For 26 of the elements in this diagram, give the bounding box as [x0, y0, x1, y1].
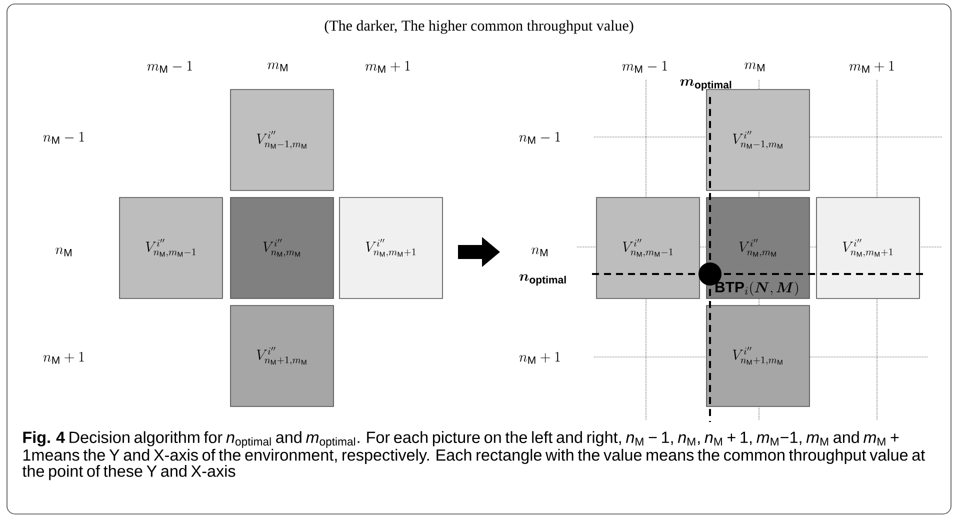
axis-label: $n_{\mathrm{M}}+1$: [43, 352, 84, 364]
axis-label: $n_{\mathrm{M}}$: [56, 248, 72, 256]
axis-label: $n_{\mathrm{M}}-1$: [519, 132, 560, 144]
value-square: $V^{i''}_{n_{\mathrm{M}}-1,m_{\mathrm{M}}}$: [230, 89, 334, 191]
axis-label: $m_{\mathrm{M}}+1$: [365, 60, 410, 73]
axis-label: $m_{\mathrm{M}}+1$: [849, 60, 894, 73]
value-square: $V^{i''}_{n_{\mathrm{M}},m_{\mathrm{M}}}$: [230, 197, 334, 299]
axis-label: $m_{\mathrm{M}}$: [268, 62, 288, 72]
value-square: $V^{i''}_{n_{\mathrm{M}}+1,m_{\mathrm{M}}}$: [706, 305, 810, 407]
value-square: $V^{i''}_{n_{\mathrm{M}},m_{\mathrm{M}}-1}$: [119, 197, 223, 299]
value-square: $V^{i''}_{n_{\mathrm{M}}+1,m_{\mathrm{M}}}$: [230, 305, 334, 407]
axis-label: $m_{\mathrm{M}}-1$: [147, 60, 192, 73]
optimal-label: $\boldsymbol{n}_{\mathbf{optimal}}$: [519, 274, 566, 286]
optimal-label: $\boldsymbol{m}_{\mathbf{optimal}}$: [680, 79, 732, 91]
value-square: $V^{i''}_{n_{\mathrm{M}},m_{\mathrm{M}}-1}$: [596, 197, 700, 299]
value-square: $V^{i''}_{n_{\mathrm{M}},m_{\mathrm{M}}+1}$: [816, 197, 920, 299]
axis-label: $n_{\mathrm{M}}-1$: [43, 132, 84, 144]
value-square: $V^{i''}_{n_{\mathrm{M}},m_{\mathrm{M}}+1}$: [339, 197, 443, 299]
axis-label: $n_{\mathrm{M}}+1$: [519, 352, 560, 364]
axis-label: $m_{\mathrm{M}}-1$: [622, 60, 667, 73]
value-square: $V^{i''}_{n_{\mathrm{M}}-1,m_{\mathrm{M}}}$: [706, 89, 810, 191]
note-text: (The darker, The higher common throughput value): [324, 20, 634, 34]
axis-label: $m_{\mathrm{M}}$: [744, 62, 764, 72]
caption: Fig. 4 Decision algorithm for n$_{optimal}$ and m$_{optimal}$. For each picture on the left and right, n$_{M}$ − 1, n$_{M}$, n$_{M}$ + 1, m$_{M}$−1, m$_{M}$ and m$_{M}$ + 1means the Y and X-axis of the environment, respectively. Each rectangle with the value means the common throughput value at the point of these Y and X-axis: [22, 431, 926, 480]
point-label: $\mathbf{BTP}_{i}(\boldsymbol{N},\boldsymbol{M})$: [715, 281, 798, 296]
axis-label: $n_{\mathrm{M}}$: [532, 248, 548, 256]
